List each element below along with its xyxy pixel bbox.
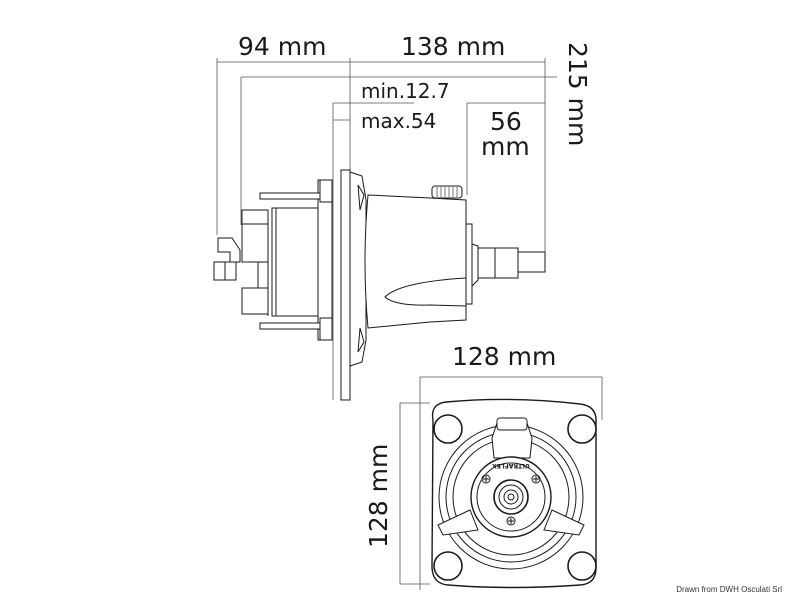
- dim-front-width: 128 mm: [452, 342, 557, 371]
- dim-shaft-length-unit: mm: [481, 132, 530, 161]
- dim-shaft-length-value: 56: [490, 107, 522, 136]
- dim-rear-depth: 94 mm: [238, 32, 327, 61]
- brand-mark: ULTRAFLEX: [492, 462, 530, 469]
- dimension-lines: [216, 58, 603, 590]
- credit-text: Drawn from DWH Osculati Srl: [676, 585, 782, 594]
- dim-panel-max: max.54: [361, 109, 437, 133]
- front-view: [431, 398, 597, 589]
- dim-front-height: 128 mm: [364, 443, 393, 548]
- dim-panel-min: min.12.7: [361, 79, 450, 103]
- dim-front-depth: 138 mm: [401, 32, 506, 61]
- side-view: [213, 169, 546, 401]
- dim-overall-height: 215 mm: [563, 42, 592, 147]
